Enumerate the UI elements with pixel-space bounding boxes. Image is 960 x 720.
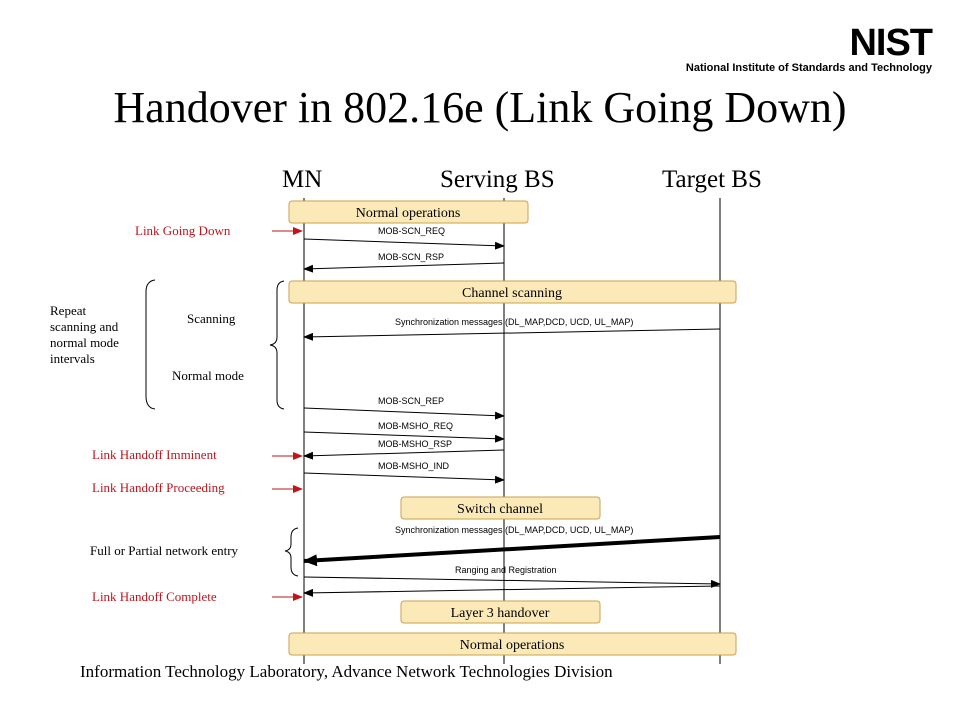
message-label: MOB-SCN_RSP [378,252,444,262]
brace-repeat [145,279,156,410]
message-label: MOB-MSHO_RSP [378,439,452,449]
entity-target-bs: Target BS [662,166,762,193]
message-label: Synchronization messages (DL_MAP,DCD, UC… [395,317,633,327]
annotation-normal-mode: Normal mode [172,368,244,383]
arrow-mob-scn-req [303,238,505,250]
brace-scanning-normal [269,280,285,410]
entity-mn: MN [282,166,323,193]
box-label: Layer 3 handover [451,606,550,621]
trigger-link-going-down: Link Going Down [135,223,231,238]
box-label: Switch channel [457,502,543,517]
slide-title: Handover in 802.16e (Link Going Down) [113,83,847,132]
trigger-link-handoff-complete: Link Handoff Complete [92,589,217,604]
trigger-link-handoff-imminent: Link Handoff Imminent [92,447,217,462]
box-layer3-handover [400,600,601,624]
box-switch-channel [400,496,601,520]
message-label: MOB-SCN_REP [378,396,444,406]
box-channel-scanning [288,280,737,304]
box-label: Normal operations [356,206,461,221]
arrow-mob-scn-rep [303,407,505,420]
message-label: MOB-MSHO_REQ [378,421,453,431]
message-label: Ranging and Registration [455,565,557,575]
box-normal-operations-2 [288,632,737,656]
arrow-mob-scn-rsp [303,262,505,273]
arrow-mob-msho-req [303,431,505,443]
entity-serving-bs: Serving BS [440,166,555,193]
brace-network-entry [284,527,299,577]
logo-word: NIST [849,22,933,64]
trigger-link-handoff-proceeding: Link Handoff Proceeding [92,480,225,495]
annotation-repeat: Repeat scanning and normal mode interval… [50,303,119,366]
box-label: Channel scanning [462,286,562,301]
annotation-scanning: Scanning [187,311,236,326]
box-label: Normal operations [460,638,565,653]
arrow-sync-messages-2 [303,535,721,567]
arrow-mob-msho-rsp [303,449,505,460]
arrow-ranging-registration-down [303,585,721,597]
arrow-ranging-registration-up [303,576,721,588]
message-label: MOB-SCN_REQ [378,226,445,236]
footer: Information Technology Laboratory, Advan… [80,662,613,681]
message-label: MOB-MSHO_IND [378,461,450,471]
box-normal-operations-1 [288,200,529,224]
arrow-mob-msho-ind [303,472,505,484]
logo-tagline: National Institute of Standards and Tech… [685,62,932,74]
arrow-sync-messages-1 [303,328,721,341]
nist-logo: NIST National Institute of Standards and… [664,22,933,76]
message-label: Synchronization messages (DL_MAP,DCD, UC… [395,525,633,535]
annotation-network-entry: Full or Partial network entry [90,543,239,558]
